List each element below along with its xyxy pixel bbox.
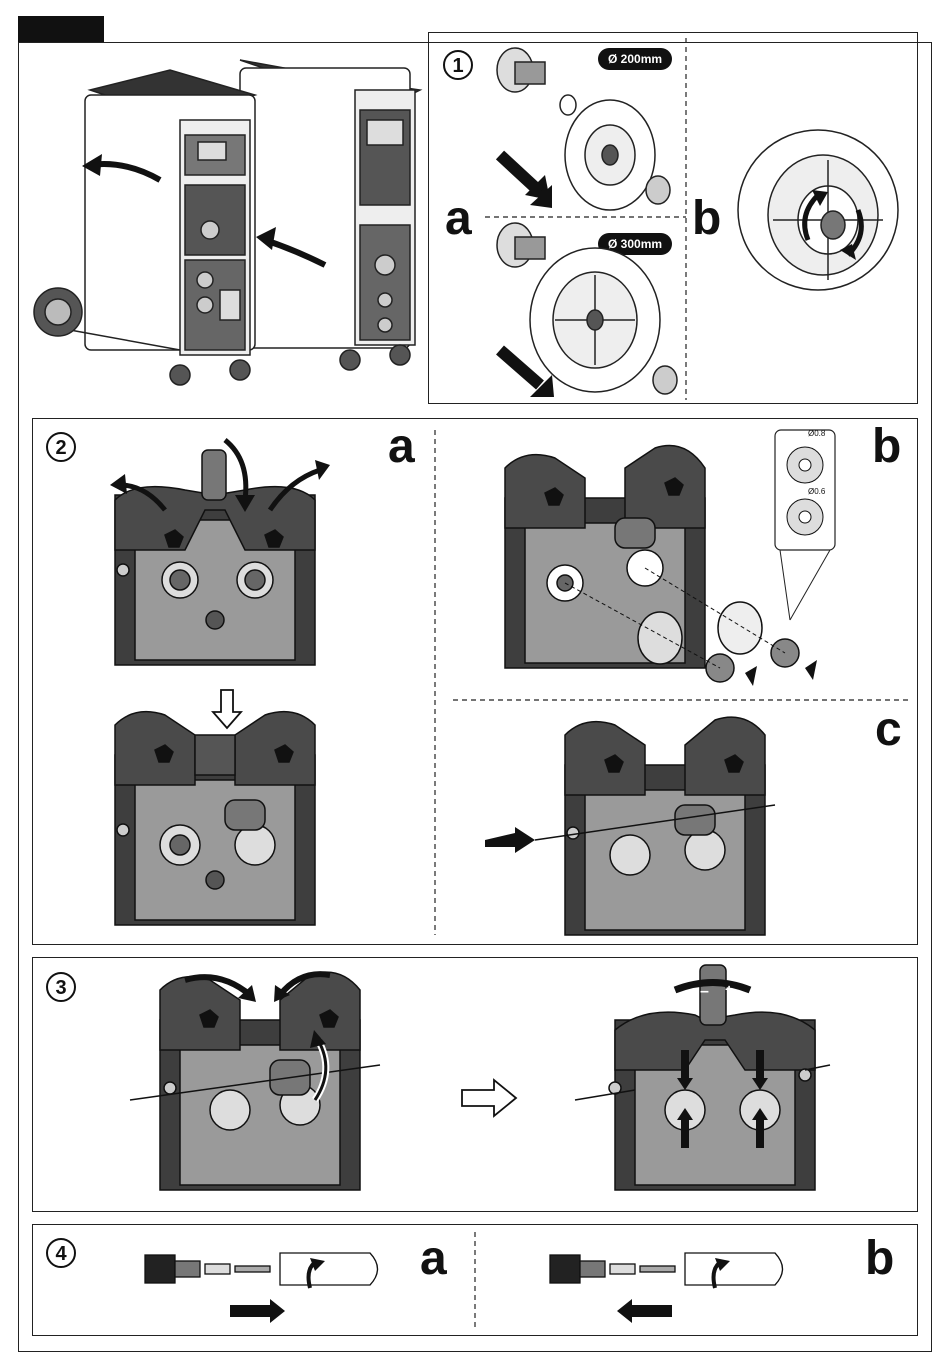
torch-nozzle-remove (550, 1243, 800, 1328)
torch-nozzle-install (145, 1243, 395, 1328)
